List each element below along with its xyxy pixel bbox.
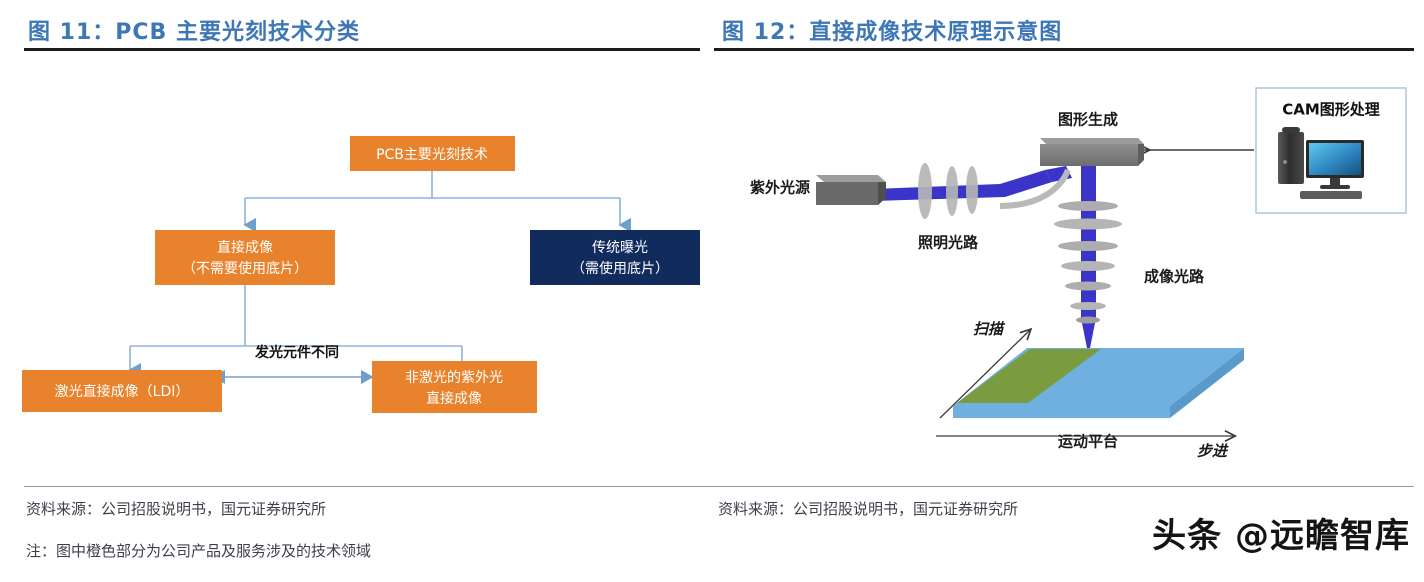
pattern-generator-bar[interactable] <box>1040 138 1144 166</box>
flow-node-direct-imaging[interactable]: 直接成像 （不需要使用底片） <box>155 230 335 285</box>
figure-12-source: 资料来源：公司招股说明书，国元证券研究所 <box>718 502 1019 518</box>
flow-node-root-label: PCB主要光刻技术 <box>376 147 488 163</box>
figure-11-flowchart-panel: PCB主要光刻技术 直接成像 （不需要使用底片） 传统曝光 （需使用底片） 激光… <box>0 58 700 478</box>
imaging-path-label: 成像光路 <box>1144 268 1205 286</box>
step-label: 步进 <box>1197 442 1229 460</box>
watermark: 头条 @远瞻智库 <box>1152 516 1410 556</box>
uv-source-label: 紫外光源 <box>750 179 810 197</box>
flow-node-uv-label-line1: 非激光的紫外光 <box>405 369 503 386</box>
cam-processing-label: CAM图形处理 <box>1282 101 1380 119</box>
cam-processing-box[interactable]: CAM图形处理 <box>1255 87 1407 214</box>
flow-node-traditional-exposure-label-line2: （需使用底片） <box>571 260 669 277</box>
flow-node-ldi-label: 激光直接成像（LDI） <box>55 383 190 400</box>
scan-label: 扫描 <box>973 320 1006 338</box>
figure-11-title-rule <box>24 48 700 51</box>
connector-root-to-branches <box>243 171 632 233</box>
motion-stage[interactable] <box>953 348 1244 418</box>
flow-node-traditional-exposure-label-line1: 传统曝光 <box>592 240 648 256</box>
flow-node-uv-label-line2: 直接成像 <box>426 390 482 407</box>
figure-11-source: 资料来源：公司招股说明书，国元证券研究所 <box>26 502 327 518</box>
flow-node-direct-imaging-label-line2: （不需要使用底片） <box>182 260 308 277</box>
uv-source-block[interactable] <box>816 175 886 205</box>
illumination-lens-group <box>918 163 978 219</box>
imaging-lens-stack <box>1054 201 1122 324</box>
illumination-path-label: 照明光路 <box>918 234 979 252</box>
computer-icon <box>1278 127 1364 199</box>
flowchart-compare-label: 发光元件不同 <box>254 344 339 361</box>
scan-axis-arrow <box>939 330 1030 419</box>
fold-mirror-curve <box>999 168 1071 209</box>
flow-node-traditional-exposure[interactable]: 传统曝光 （需使用底片） <box>530 230 700 285</box>
footer-divider <box>24 486 1414 487</box>
figure-12-title-rule <box>714 48 1414 51</box>
connector-direct-to-leaves <box>128 285 474 378</box>
figure-12-title: 图 12：直接成像技术原理示意图 <box>722 20 1063 45</box>
flowchart-svg: PCB主要光刻技术 直接成像 （不需要使用底片） 传统曝光 （需使用底片） 激光… <box>22 136 700 413</box>
figure-11-note: 注：图中橙色部分为公司产品及服务涉及的技术领域 <box>26 544 372 560</box>
motion-stage-label: 运动平台 <box>1058 433 1118 451</box>
optical-diagram-svg: CAM图形处理 图形生成 <box>750 87 1407 460</box>
pattern-generation-label: 图形生成 <box>1058 111 1118 129</box>
figure-12-diagram-panel: CAM图形处理 图形生成 <box>700 58 1424 478</box>
figure-11-title: 图 11：PCB 主要光刻技术分类 <box>28 20 360 45</box>
flow-node-ldi[interactable]: 激光直接成像（LDI） <box>22 370 222 412</box>
flow-node-direct-imaging-label-line1: 直接成像 <box>217 239 273 256</box>
flow-node-root[interactable]: PCB主要光刻技术 <box>350 136 515 171</box>
flow-node-uv-direct-imaging[interactable]: 非激光的紫外光 直接成像 <box>372 361 537 413</box>
